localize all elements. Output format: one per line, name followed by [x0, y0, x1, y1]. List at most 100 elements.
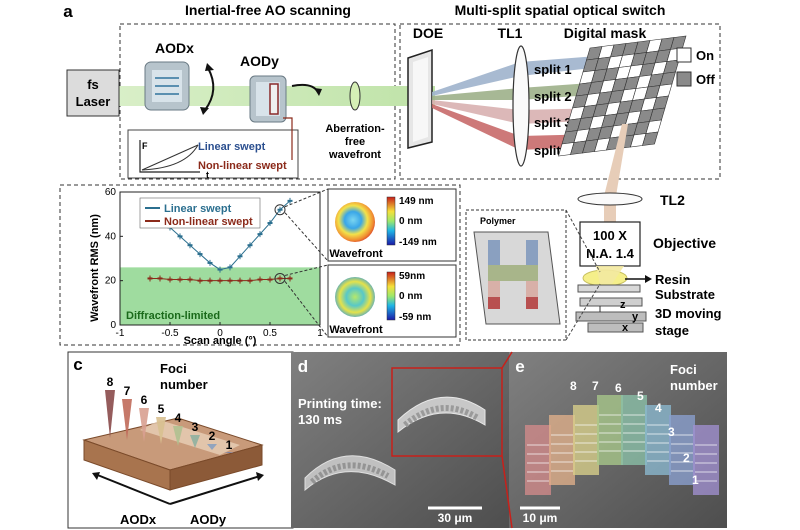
panel-e-focus-label-2: 2: [683, 451, 690, 465]
data-point: [177, 278, 183, 281]
axis-y-label: y: [632, 311, 639, 323]
split-beam-3: [432, 100, 520, 124]
foci-block: [82, 417, 264, 491]
split-2-label: split 2: [534, 89, 572, 104]
data-point: [217, 268, 223, 271]
data-point: [237, 255, 243, 258]
panel-letter-e: e: [515, 357, 524, 376]
y-tick-label: 40: [105, 231, 117, 242]
aodx-device: [144, 61, 190, 111]
panel-e-focus-label-8: 8: [570, 379, 577, 393]
chart-ylabel: Wavefront RMS (nm): [89, 214, 101, 322]
panel-e-foci-title-1: Foci: [670, 362, 697, 377]
inset-nonlinear-label: Non-linear swept: [198, 160, 287, 172]
aody-device: [249, 75, 287, 123]
panel-letter-a: a: [63, 2, 73, 21]
aodx-rotation-arrow: [204, 67, 215, 111]
swept-inset: [127, 129, 299, 179]
tl1-lens: [512, 45, 530, 167]
data-point: [167, 278, 173, 281]
focus-label-8: 8: [107, 375, 114, 389]
colorbar-1: [386, 196, 396, 246]
marker-circle-nonlinear: [274, 272, 286, 284]
data-point: [207, 261, 213, 264]
split-beam-1: [432, 62, 520, 96]
focus-cone-5: [156, 417, 166, 444]
colorbar-2-mid: 0 nm: [399, 291, 422, 302]
diffraction-limited-label: Diffraction-limited: [126, 310, 220, 322]
scalebar-e-label: 10 μm: [523, 511, 558, 525]
panel-c-foci-title-1: Foci: [160, 361, 187, 376]
tl2-label: TL2: [660, 192, 685, 208]
bridge-segment: [549, 415, 575, 485]
data-point: [287, 277, 293, 280]
y-tick-label: 20: [105, 276, 117, 287]
data-point: [207, 279, 213, 282]
y-tick-label: 0: [110, 320, 116, 331]
resin-label: Resin: [655, 272, 690, 287]
x-tick-label: 0.5: [263, 328, 277, 339]
mask-pixel: [642, 131, 659, 146]
data-point: [287, 199, 293, 202]
inset-nonlinear-curve: [141, 144, 199, 171]
data-point: [187, 278, 193, 281]
data-point: [267, 222, 273, 225]
focus-cone-7: [122, 399, 132, 440]
stage-label-1: 3D moving: [655, 306, 722, 321]
data-point: [147, 277, 153, 280]
panel-c-foci-title-2: number: [160, 377, 208, 392]
focus-cone-8: [105, 390, 115, 438]
bridge-segment: [621, 395, 647, 465]
panel-e-focus-label-1: 1: [692, 473, 699, 487]
zoom-box: [391, 367, 503, 457]
data-point: [187, 244, 193, 247]
output-beam: [604, 124, 628, 196]
aberration-label-3: wavefront: [328, 149, 381, 161]
diffraction-limited-band: [120, 267, 320, 325]
objective-mag: 100 X: [593, 228, 627, 243]
focus-label-2: 2: [209, 429, 216, 443]
data-point: [267, 278, 273, 281]
printing-time-2: 130 ms: [298, 412, 342, 427]
data-point: [277, 277, 283, 280]
aberration-free-lens: [349, 81, 361, 111]
inset-f-label: F: [142, 141, 148, 151]
sem-image-d: [291, 352, 509, 528]
polymer-label: Polymer: [480, 216, 516, 226]
title-ao-scanning: Inertial-free AO scanning: [185, 2, 351, 18]
aody-label: AODy: [240, 53, 279, 69]
focus-cone-6: [139, 408, 149, 442]
tl2-lens: [577, 192, 643, 206]
data-point: [157, 277, 163, 280]
panel-letter-d: d: [298, 357, 308, 376]
panel-c-aodx-label: AODx: [120, 512, 157, 527]
title-optical-switch: Multi-split spatial optical switch: [455, 2, 666, 18]
x-tick-label: -1: [116, 328, 125, 339]
focus-label-3: 3: [192, 420, 199, 434]
aberration-label-1: Aberration-: [325, 123, 385, 135]
bridge-structure-upper: [397, 396, 486, 434]
bridge-segment: [645, 405, 671, 475]
scalebar-d-label: 30 μm: [438, 511, 473, 525]
aody-axis-arrow: [169, 475, 261, 505]
bridge-segment: [693, 425, 719, 495]
objective-label: Objective: [653, 235, 716, 251]
axis-x-label: x: [622, 322, 629, 334]
inset-axes: [139, 140, 200, 173]
data-point: [197, 279, 203, 282]
panel-e-foci-title-2: number: [670, 378, 718, 393]
data-point: [197, 253, 203, 256]
split-beam-2: [432, 88, 520, 100]
inset-linear-curve: [141, 144, 199, 171]
panel-e-focus-label-7: 7: [592, 379, 599, 393]
stage-mid: [575, 311, 647, 322]
stage-label-2: stage: [655, 323, 689, 338]
substrate-plate: [577, 284, 641, 293]
colorbar-2: [386, 271, 396, 321]
focus-cone-4: [173, 426, 183, 446]
marker-link-nonlinear: [284, 264, 329, 338]
bridge-segment: [597, 395, 623, 465]
marker-circle-linear: [274, 204, 286, 216]
